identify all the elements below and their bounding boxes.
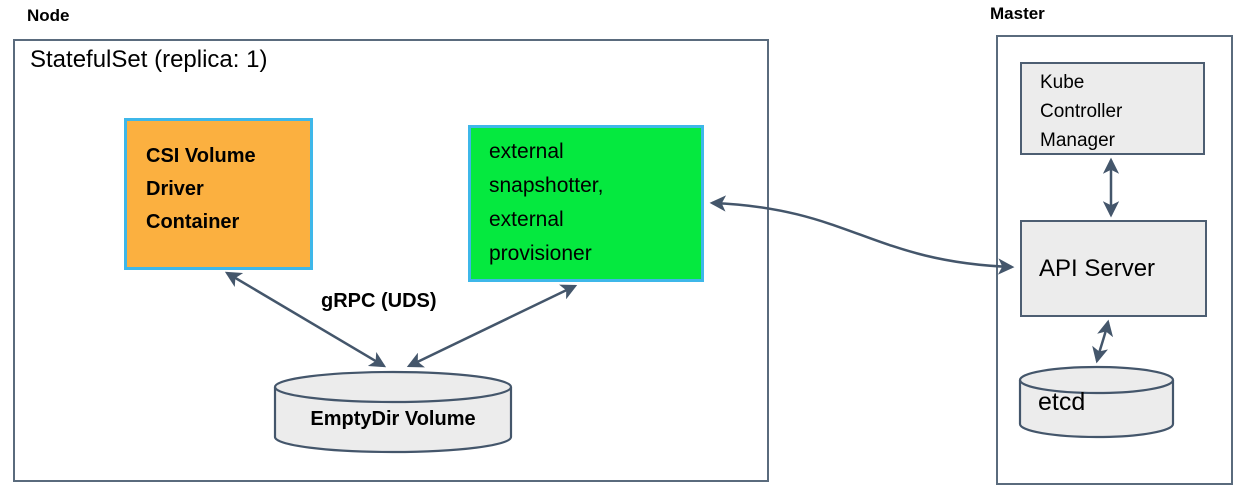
csi-volume-driver-box: CSI Volume Driver Container <box>124 118 313 270</box>
emptydir-volume-label: EmptyDir Volume <box>310 408 476 430</box>
external-sidecars-box: external snapshotter, external provision… <box>468 125 704 282</box>
kube-controller-manager-box: Kube Controller Manager <box>1020 62 1205 155</box>
api-server-box: API Server <box>1020 220 1207 317</box>
statefulset-label: StatefulSet (replica: 1) <box>30 46 268 73</box>
master-region-label: Master <box>990 4 1045 23</box>
node-region-label: Node <box>27 6 70 25</box>
grpc-uds-label: gRPC (UDS) <box>321 290 437 312</box>
etcd-label: etcd <box>1038 388 1086 416</box>
